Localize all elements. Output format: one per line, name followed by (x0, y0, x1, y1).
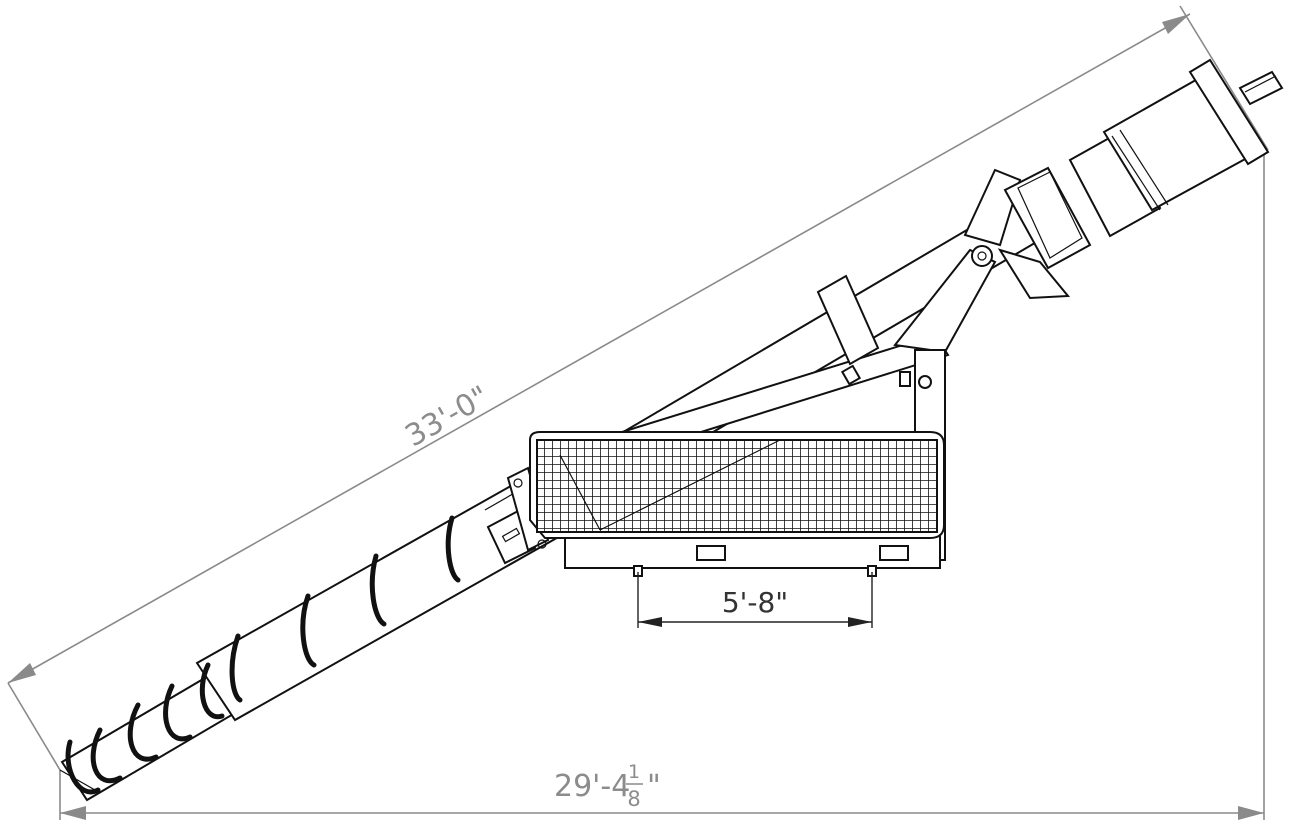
fraction-denominator: 8 (627, 787, 640, 811)
shaft-keyway (1244, 75, 1277, 93)
gearbox-fins (1119, 129, 1169, 206)
flight-turn-1 (65, 739, 101, 795)
tube-collar (816, 274, 880, 366)
hopper-width-label: 5'-8" (722, 586, 788, 619)
lift-arm-pivot (971, 245, 993, 267)
gearbox-fins (1111, 135, 1161, 211)
drive-shaft (1238, 70, 1284, 106)
overall-length-dim-line (7, 13, 1191, 684)
extension-line-bottom (7, 682, 61, 771)
flight-turn-8 (369, 553, 387, 627)
flight-turn-9 (445, 515, 461, 583)
bracket-slot (501, 527, 521, 543)
clamp-bolt (513, 478, 523, 488)
extension-line-top (1179, 5, 1269, 151)
end-plate (1188, 58, 1270, 166)
arrowhead-left (8, 663, 36, 683)
horizontal-span-dimension: 29'-4 1 8 " (59, 150, 1265, 820)
collar-clamp (816, 274, 880, 366)
arrowhead-left (60, 806, 86, 820)
auger-tip (59, 769, 96, 791)
inch-mark: " (647, 769, 661, 804)
hopper-slot-right (879, 545, 909, 561)
arrowhead-right (1238, 806, 1264, 820)
hopper-base (564, 534, 941, 569)
bearing-housing (1068, 130, 1162, 238)
clamp-bolt (537, 539, 547, 549)
flange-ring (1003, 166, 1092, 270)
flight-turn-4 (163, 683, 193, 742)
overall-length-label: 33'-0" (399, 379, 495, 454)
post-bolt (918, 375, 932, 389)
overall-length-dimension: 33'-0" (7, 5, 1269, 771)
pivot-pin (977, 251, 987, 261)
fraction-numerator: 1 (628, 761, 640, 783)
flange-inner (1017, 171, 1083, 259)
strut-bracket (899, 371, 911, 387)
hopper (529, 431, 945, 577)
hopper-width-dimension: 5'-8" (637, 572, 873, 628)
hopper-slot-left (696, 545, 726, 561)
arrowhead-right (848, 617, 872, 627)
discharge-flap-lower (997, 248, 1071, 300)
arrowhead-left (638, 617, 662, 627)
grate-inner-line (599, 439, 781, 531)
flight-turn-3 (127, 702, 159, 762)
drive-assembly (963, 58, 1284, 300)
grate-inner-line (559, 454, 601, 531)
flight-turn-5 (199, 662, 225, 720)
auger-flighting (59, 515, 461, 795)
flight-turn-2 (90, 727, 123, 783)
horizontal-span-label: 29'-4 (554, 769, 630, 804)
flight-turn-7 (300, 593, 317, 668)
arrowhead-right (1162, 14, 1190, 34)
strut-bracket (840, 364, 862, 386)
flight-turn-6 (229, 633, 243, 703)
hopper-mesh-grate (536, 439, 938, 533)
